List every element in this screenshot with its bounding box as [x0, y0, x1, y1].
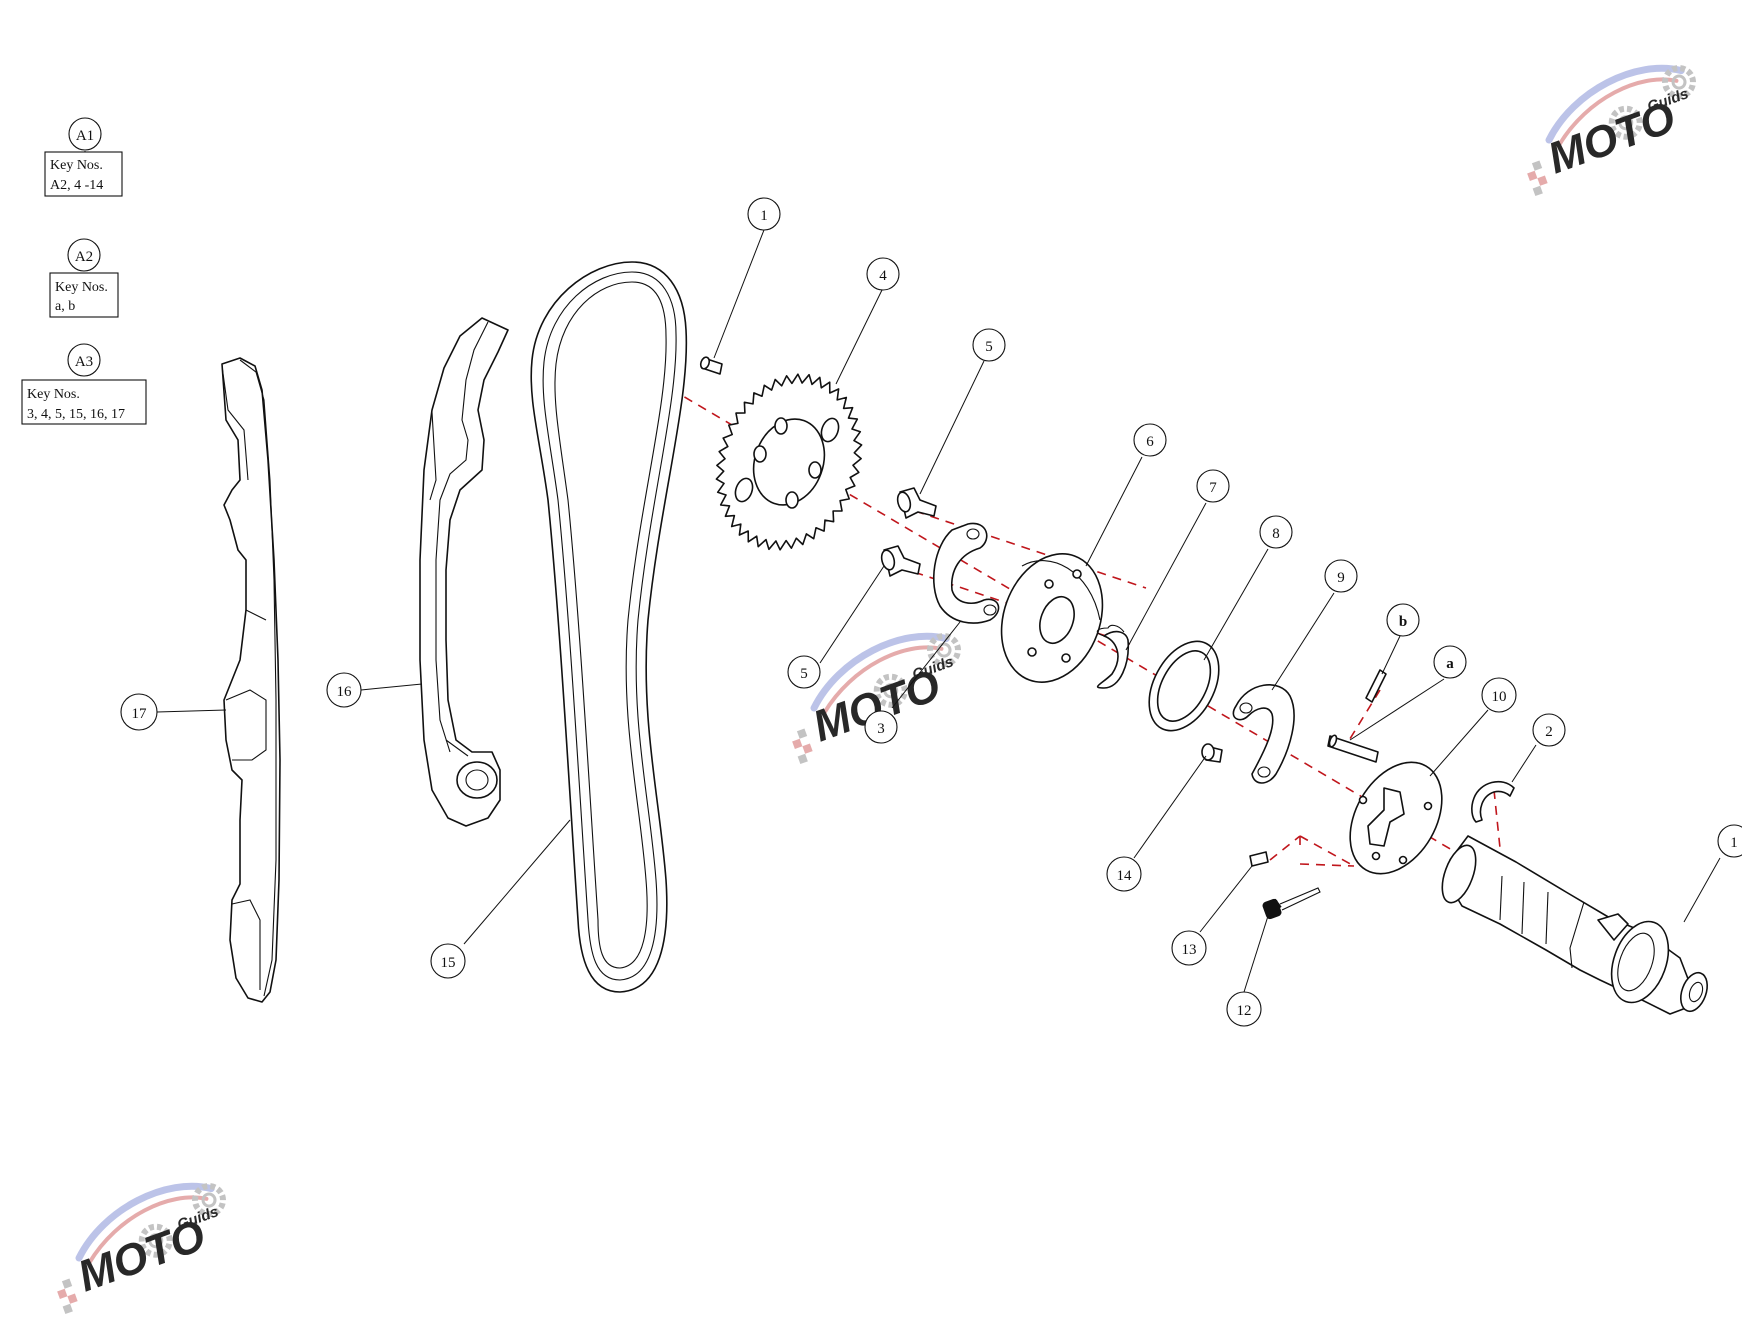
part-5-bolt-upper — [896, 487, 937, 519]
callout: 3 — [864, 710, 898, 744]
key-group-items: A2, 4 -14 — [50, 178, 103, 193]
callout: 5 — [787, 655, 821, 689]
part-8-washer — [1148, 640, 1220, 732]
axis-line — [1269, 835, 1301, 861]
callout-label: b — [1399, 614, 1407, 630]
key-group-a1: A1 Key Nos. A2, 4 -14 — [44, 117, 123, 197]
part-camshaft — [1441, 835, 1708, 1015]
key-group-title: Key Nos. — [50, 158, 103, 173]
callout: 9 — [1324, 559, 1358, 593]
watermark-bottom-left: MOTO Guids — [37, 1172, 242, 1314]
part-9-lever — [1232, 684, 1295, 784]
callout-label: 5 — [985, 339, 993, 355]
key-group-id: A1 — [76, 128, 94, 144]
key-group-items: a, b — [55, 299, 75, 314]
key-group-id: A3 — [75, 354, 93, 370]
callout: 4 — [866, 257, 900, 291]
callout: b — [1386, 603, 1420, 637]
callout-label: 1 — [760, 208, 768, 224]
callout-label: 14 — [1117, 868, 1133, 884]
axis-line — [1347, 689, 1381, 743]
part-b-pin — [1365, 669, 1387, 703]
callout: 13 — [1171, 930, 1207, 966]
callout: 14 — [1106, 856, 1142, 892]
key-group-badge — [67, 343, 101, 377]
callout-layer: 1 4 5 6 7 8 9 b a 10 2 1 17 16 5 3 14 13… — [120, 197, 1742, 1027]
key-group-title: Key Nos. — [55, 280, 108, 295]
key-group-id: A2 — [75, 249, 93, 265]
key-group-a2: A2 Key Nos. a, b — [49, 238, 119, 318]
callout: 16 — [326, 672, 362, 708]
callout: 1 — [1717, 824, 1742, 858]
callout-label: 17 — [132, 706, 148, 722]
leader-lines — [156, 229, 1721, 993]
key-group-a3: A3 Key Nos. 3, 4, 5, 15, 16, 17 — [21, 343, 147, 425]
part-14-rivet — [1201, 743, 1223, 763]
part-7-circlip — [1096, 624, 1130, 689]
callout: 6 — [1133, 423, 1167, 457]
key-group-items: 3, 4, 5, 15, 16, 17 — [27, 407, 125, 422]
callout: 12 — [1226, 991, 1262, 1027]
callout: a — [1433, 645, 1467, 679]
callout: 15 — [430, 943, 466, 979]
callout-label: 2 — [1545, 724, 1553, 740]
callout: 1 — [747, 197, 781, 231]
part-a-pin — [1327, 734, 1379, 763]
key-group-box — [21, 379, 147, 425]
callout-label: 15 — [441, 955, 456, 971]
part-13-dowel — [1249, 851, 1269, 867]
callout-label: 13 — [1182, 942, 1197, 958]
callout: 5 — [972, 328, 1006, 362]
callout: 7 — [1196, 469, 1230, 503]
callout: 17 — [120, 693, 158, 731]
part-2-half-ring — [1471, 780, 1515, 823]
callout-label: 4 — [879, 268, 887, 284]
key-group-box — [44, 151, 123, 197]
callout-label: a — [1446, 656, 1454, 672]
part-3-lock-plate — [933, 522, 1000, 624]
callout-label: 16 — [337, 684, 353, 700]
callout-label: 3 — [877, 721, 885, 737]
callout-label: 12 — [1237, 1003, 1252, 1019]
part-1-dowel-pin — [699, 356, 723, 375]
callout-label: 10 — [1492, 689, 1507, 705]
axis-line — [1299, 863, 1355, 867]
callout-label: 5 — [800, 666, 808, 682]
axis-line — [899, 505, 1147, 589]
part-15-cam-chain — [530, 261, 688, 993]
part-4-cam-sprocket — [715, 373, 863, 551]
key-group-badge — [67, 238, 101, 272]
axis-line — [1493, 789, 1501, 849]
key-group-title: Key Nos. — [27, 387, 80, 402]
part-12-spring — [1262, 887, 1321, 920]
callout-label: 6 — [1146, 434, 1154, 450]
part-17-chain-guide — [221, 357, 281, 1003]
watermark-top-right: MOTO Guids — [1507, 54, 1712, 196]
callout: 8 — [1259, 515, 1293, 549]
callout-label: 9 — [1337, 570, 1345, 586]
part-10-weight-disc — [1349, 761, 1443, 875]
axis-line — [1299, 835, 1355, 867]
callout-label: 8 — [1272, 526, 1280, 542]
callout: 10 — [1481, 677, 1517, 713]
part-6-rotor-plate — [1000, 553, 1104, 683]
key-group-badge — [68, 117, 102, 151]
callout: 2 — [1532, 713, 1566, 747]
key-group-box — [49, 272, 119, 318]
callout-label: 7 — [1209, 480, 1217, 496]
callout-label: 1 — [1730, 835, 1738, 851]
part-16-tensioner-blade — [419, 317, 509, 827]
part-5-bolt-lower — [880, 545, 921, 577]
watermark-center: MOTO Guids — [772, 622, 977, 764]
